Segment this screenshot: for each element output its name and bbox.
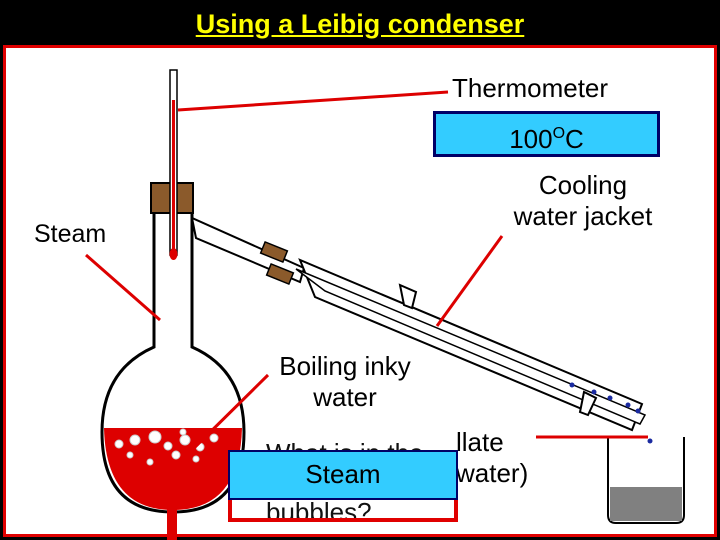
thermometer-label: Thermometer xyxy=(452,73,609,103)
question-line2: bubbles? xyxy=(266,497,372,527)
thermometer xyxy=(169,69,178,260)
condenser xyxy=(295,258,647,432)
distillate-line2: water) xyxy=(456,458,529,488)
boiling-label-line1: Boiling inky xyxy=(279,351,411,381)
distillate-label: llate water) xyxy=(456,427,528,489)
cooling-label-line1: Cooling xyxy=(538,170,628,200)
distillate-line1: llate xyxy=(456,427,504,457)
boiling-water-label: Boiling inky water xyxy=(255,351,435,413)
condenser-seals xyxy=(259,240,295,286)
pointer-lines xyxy=(85,90,648,454)
cooling-label-line2: water jacket xyxy=(513,201,653,231)
distillate-drops xyxy=(569,382,653,444)
temperature-value: 100 xyxy=(509,124,553,154)
temperature-unit: C xyxy=(565,124,584,154)
temperature-readout: 100OC xyxy=(433,111,660,157)
slide-title: Using a Leibig condenser xyxy=(195,9,525,39)
cooling-jacket-label: Cooling water jacket xyxy=(488,170,678,232)
boiling-label-line2: water xyxy=(313,382,377,412)
beaker xyxy=(607,437,685,524)
degree-symbol: O xyxy=(552,125,566,142)
steam-label: Steam xyxy=(34,220,107,248)
heat-arrow-icon xyxy=(160,476,184,540)
steam-answer-box: Steam xyxy=(228,450,458,500)
